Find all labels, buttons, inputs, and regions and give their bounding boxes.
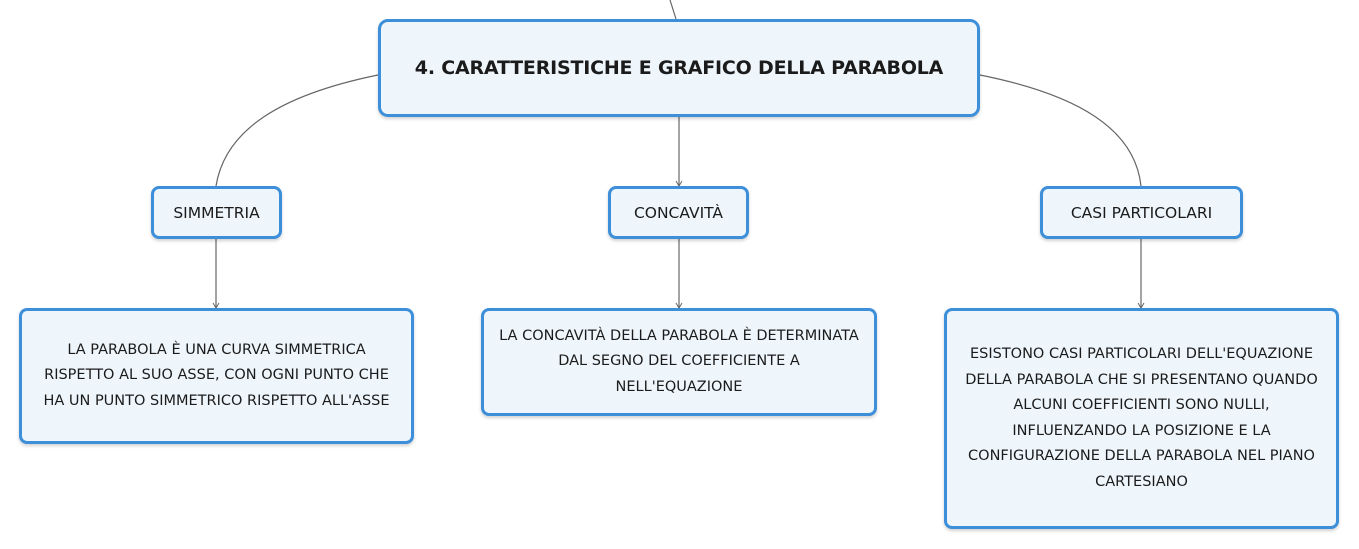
detail-simmetria[interactable]: LA PARABOLA È UNA CURVA SIMMETRICA RISPE… xyxy=(19,308,414,444)
topic-casi-particolari-label: CASI PARTICOLARI xyxy=(1070,203,1213,222)
detail-casi-particolari[interactable]: ESISTONO CASI PARTICOLARI DELL'EQUAZIONE… xyxy=(944,308,1339,529)
topic-concavita-label: CONCAVITÀ xyxy=(633,203,724,222)
detail-concavita-text: LA CONCAVITÀ DELLA PARABOLA È DETERMINAT… xyxy=(499,327,859,395)
topic-simmetria[interactable]: SIMMETRIA xyxy=(151,186,282,239)
connector-root-to-casi-particolari xyxy=(979,74,1142,187)
detail-simmetria-text: LA PARABOLA È UNA CURVA SIMMETRICA RISPE… xyxy=(43,341,390,409)
topic-simmetria-label: SIMMETRIA xyxy=(173,203,260,222)
root-topic[interactable]: 4. CARATTERISTICHE E GRAFICO DELLA PARAB… xyxy=(378,19,980,117)
topic-concavita[interactable]: CONCAVITÀ xyxy=(608,186,749,239)
connector-root-to-simmetria xyxy=(215,74,379,187)
detail-casi-particolari-text: ESISTONO CASI PARTICOLARI DELL'EQUAZIONE… xyxy=(965,346,1318,490)
root-topic-title: 4. CARATTERISTICHE E GRAFICO DELLA PARAB… xyxy=(414,57,944,79)
detail-concavita[interactable]: LA CONCAVITÀ DELLA PARABOLA È DETERMINAT… xyxy=(481,308,877,416)
topic-casi-particolari[interactable]: CASI PARTICOLARI xyxy=(1040,186,1243,239)
connector-parent-to-root xyxy=(669,0,677,20)
